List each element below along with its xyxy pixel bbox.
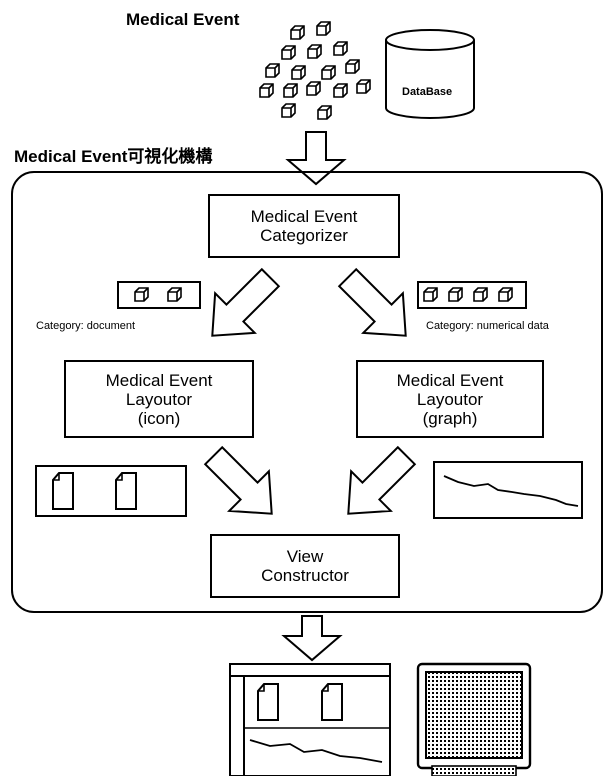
constructor-line2: Constructor bbox=[261, 566, 349, 585]
graph-layoutor-line2: Layoutor bbox=[416, 389, 484, 409]
icon-layoutor-box: Medical Event Layoutor (icon) bbox=[64, 360, 254, 438]
constructor-line1: View bbox=[286, 547, 324, 566]
output-arrow bbox=[281, 615, 343, 662]
database-label: DataBase bbox=[402, 86, 453, 98]
document-icon bbox=[115, 472, 137, 510]
categorizer-line2: Categorizer bbox=[260, 226, 348, 245]
document-cube-box bbox=[117, 281, 201, 309]
database-icon bbox=[385, 29, 475, 119]
arrow-icon-to-constructor bbox=[203, 445, 273, 515]
icon-layoutor-line1: Medical Event bbox=[105, 370, 213, 390]
numerical-category-label: Category: numerical data bbox=[426, 320, 549, 332]
arrow-to-graph-layoutor bbox=[337, 267, 407, 337]
mechanism-title: Medical Event可視化機構 bbox=[14, 147, 213, 166]
arrow-to-icon-layoutor bbox=[211, 267, 281, 337]
view-constructor-box: View Constructor bbox=[210, 534, 400, 598]
categorizer-box: Medical Event Categorizer bbox=[208, 194, 400, 258]
medical-event-cubes bbox=[259, 21, 371, 120]
arrow-graph-to-constructor bbox=[347, 445, 417, 515]
mechanism-frame bbox=[11, 171, 603, 613]
output-window bbox=[229, 663, 391, 776]
graph-line bbox=[443, 475, 579, 507]
graph-layoutor-line3: (graph) bbox=[422, 408, 478, 428]
graph-layoutor-line1: Medical Event bbox=[396, 370, 504, 390]
icon-layoutor-line2: Layoutor bbox=[125, 389, 193, 409]
monitor-icon bbox=[416, 662, 532, 776]
graph-strip bbox=[433, 461, 583, 519]
document-icon bbox=[52, 472, 74, 510]
categorizer-line1: Medical Event bbox=[250, 207, 358, 226]
input-arrow bbox=[285, 131, 347, 186]
graph-layoutor-box: Medical Event Layoutor (graph) bbox=[356, 360, 544, 438]
document-category-label: Category: document bbox=[36, 320, 136, 332]
medical-event-label: Medical Event bbox=[126, 10, 240, 29]
icon-layoutor-line3: (icon) bbox=[137, 408, 181, 428]
